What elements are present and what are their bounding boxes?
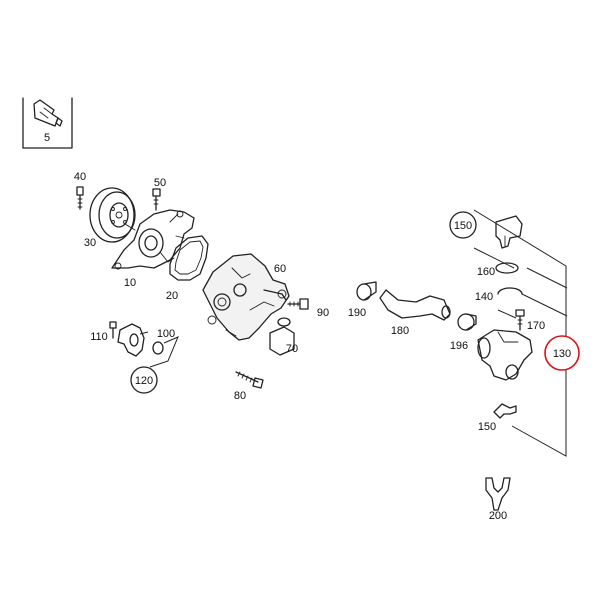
highlight-ring: [544, 335, 580, 371]
callout-110[interactable]: 100: [157, 328, 175, 340]
assembly-leaders: [473, 209, 568, 457]
part-10-water-pump[interactable]: [111, 209, 195, 270]
callout-80[interactable]: 80: [234, 390, 246, 402]
callout-50[interactable]: 50: [154, 177, 166, 189]
callout-40[interactable]: 40: [74, 171, 86, 183]
part-150-clip[interactable]: [493, 403, 517, 419]
part-160-sensor[interactable]: [495, 215, 523, 249]
callout-190[interactable]: 180: [391, 325, 409, 337]
callout-60[interactable]: 60: [274, 263, 286, 275]
part-200-bracket[interactable]: [485, 477, 511, 511]
part-40-bolt[interactable]: [76, 186, 84, 210]
callout-100-circle: [130, 366, 158, 394]
part-180-bolt[interactable]: [515, 309, 525, 331]
part-80-bolt[interactable]: [235, 371, 264, 389]
callout-150[interactable]: 150: [478, 421, 496, 433]
part-100-fitting[interactable]: [117, 323, 164, 357]
callout-30[interactable]: 30: [84, 237, 96, 249]
callout-100[interactable]: 120: [135, 375, 153, 387]
callout-180[interactable]: 170: [527, 320, 545, 332]
callout-194[interactable]: 190: [348, 307, 366, 319]
callout-10[interactable]: 10: [124, 277, 136, 289]
callout-140[interactable]: 140: [475, 291, 493, 303]
callout-160-circle: [449, 211, 477, 239]
part-196-clamp[interactable]: [457, 313, 477, 331]
part-20-gasket[interactable]: [169, 235, 209, 281]
callout-120[interactable]: 110: [90, 331, 108, 343]
part-120-bolt[interactable]: [109, 321, 117, 339]
part-170-seal[interactable]: [495, 262, 519, 274]
part-194-clamp[interactable]: [356, 281, 377, 301]
callout-130[interactable]: 130: [553, 348, 571, 360]
callout-90[interactable]: 90: [317, 307, 329, 319]
callout-20[interactable]: 20: [166, 290, 178, 302]
part-140-seal[interactable]: [497, 287, 523, 295]
part-50-bolt[interactable]: [152, 188, 161, 211]
callout-70[interactable]: 70: [286, 343, 298, 355]
part-70-cap[interactable]: [269, 317, 295, 356]
callout-170[interactable]: 160: [477, 266, 495, 278]
callout-5[interactable]: 5: [44, 132, 50, 144]
callout-196[interactable]: 196: [450, 340, 468, 352]
part-30-pulley[interactable]: [89, 187, 136, 243]
callout-200[interactable]: 200: [489, 510, 507, 522]
part-90-bolt[interactable]: [287, 298, 309, 310]
part-60-housing[interactable]: [202, 253, 290, 341]
part-130-thermostat-housing[interactable]: [477, 329, 533, 381]
callout-160[interactable]: 150: [454, 220, 472, 232]
part-190-hose[interactable]: [379, 289, 451, 321]
part-5-sensor[interactable]: [22, 97, 73, 149]
